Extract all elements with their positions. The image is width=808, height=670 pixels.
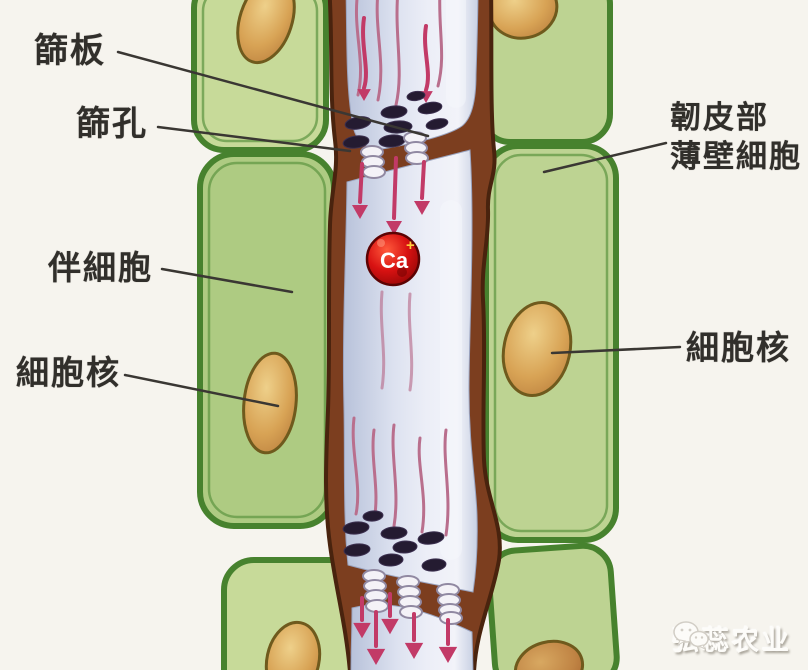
ca-charge: + <box>406 237 415 254</box>
sieve-pore-dot <box>362 510 384 522</box>
sieve-pore-dot <box>380 526 408 540</box>
sieve-pore-dot <box>417 101 443 115</box>
sieve-pore-dot <box>342 521 370 535</box>
sieve-pore-dot <box>425 118 449 130</box>
label-sieve-pore: 篩孔 <box>76 105 148 143</box>
wechat-icon <box>673 621 709 651</box>
flow-arrows-bottom <box>353 592 458 665</box>
companion-cell-shape <box>197 151 337 529</box>
sieve-strand <box>396 575 423 619</box>
flow-lines <box>354 0 444 107</box>
sieve-pore-dot <box>392 540 418 554</box>
parenchyma-cell <box>191 0 329 153</box>
leader-line <box>542 141 668 174</box>
leader-lines <box>116 50 682 408</box>
sieve-strand <box>362 569 389 613</box>
label-sieve-plate: 篩板 <box>34 32 106 70</box>
label-nucleus-left: 細胞核 <box>16 354 121 391</box>
nucleus <box>236 0 296 65</box>
sieve-pore-dot <box>421 558 447 572</box>
flow-arrow <box>358 162 364 204</box>
sieve-pore-dot <box>342 135 370 149</box>
label-companion-cell: 伴細胞 <box>48 249 153 286</box>
sieve-strand <box>403 131 429 165</box>
parenchyma-cell <box>486 542 620 670</box>
label-phloem-parenchyma: 韌皮部 薄壁細胞 <box>670 99 802 177</box>
sieve-pore-dot <box>343 543 371 557</box>
flow-arrow <box>392 156 398 220</box>
left-cells <box>191 0 379 670</box>
nucleus <box>264 620 322 670</box>
flow-arrows-top <box>352 156 430 235</box>
label-phloem-line2: 薄壁細胞 <box>670 138 802 174</box>
nucleus <box>513 639 585 670</box>
ca-symbol: Ca <box>380 248 409 273</box>
watermark: 弘蕊农业 <box>672 619 792 658</box>
ca-ion: Ca + <box>365 231 421 287</box>
sieve-strand <box>436 583 463 625</box>
sieve-plate-bottom <box>342 510 463 625</box>
flow-arrow <box>361 16 368 90</box>
label-nucleus-right: 細胞核 <box>686 329 791 366</box>
flow-arrow <box>423 24 430 92</box>
sieve-pore-dot <box>378 553 404 567</box>
nuclei <box>236 0 585 670</box>
leader-line <box>160 267 294 294</box>
sieve-pore-dot <box>417 531 445 545</box>
flow-arrow <box>420 160 426 200</box>
label-phloem-line1: 韌皮部 <box>670 100 769 135</box>
leader-line <box>116 50 430 138</box>
sieve-strand <box>360 145 386 179</box>
flow-lines-middle <box>351 290 450 537</box>
sieve-plate-top <box>342 90 449 179</box>
sieve-pore-dot <box>406 90 426 102</box>
leader-line <box>123 373 280 408</box>
leader-line <box>550 345 682 355</box>
leader-line <box>156 125 352 153</box>
nucleus <box>501 301 573 397</box>
sieve-pore-dot <box>380 105 408 119</box>
companion-cell <box>197 151 337 529</box>
